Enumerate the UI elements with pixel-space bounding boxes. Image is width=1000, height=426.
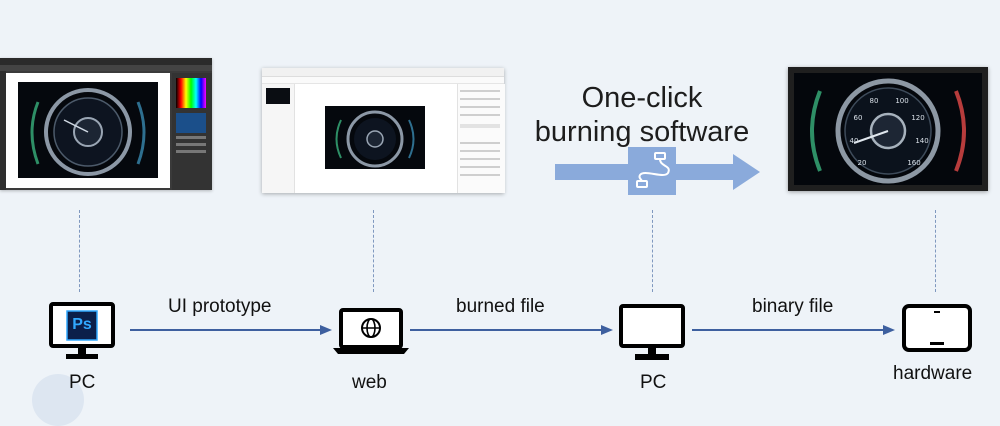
arrow-pc-to-hardware [692, 325, 895, 335]
gauge-tick-label: 140 [915, 137, 928, 145]
node-label-pc: PC [69, 372, 96, 393]
photoshop-screenshot [0, 58, 212, 190]
edge-label-ui-prototype: UI prototype [168, 296, 272, 317]
monitor-icon [619, 304, 685, 362]
headline-line-1: One-click [581, 82, 703, 114]
ps-badge: Ps [72, 316, 92, 333]
dashed-connector-1 [79, 210, 80, 292]
arrow-web-to-pc [410, 325, 613, 335]
gauge-tick-label: 20 [858, 159, 867, 167]
gauge-tick-label: 60 [854, 114, 863, 122]
gauge-tick-label: 120 [911, 114, 924, 122]
gauge-tick-label: 100 [895, 97, 908, 105]
node-label-web: web [352, 372, 387, 393]
arrow-pc-to-web [130, 325, 332, 335]
gauge-tick-label: 80 [870, 97, 879, 105]
web-editor-screenshot [262, 68, 505, 193]
node-label-pc-2: PC [640, 372, 667, 393]
gauge-tick-label: 40 [850, 137, 859, 145]
headline-line-2: burning software [534, 116, 750, 148]
edge-label-binary-file: binary file [752, 296, 834, 317]
dashed-connector-4 [935, 210, 936, 292]
hardware-display-screenshot: 20 40 60 80 100 120 140 160 [788, 67, 988, 191]
usb-cable-icon [628, 147, 676, 195]
ps-monitor-icon: Ps [49, 302, 115, 360]
tablet-icon [902, 304, 972, 352]
dashed-connector-3 [652, 210, 653, 292]
dashed-connector-2 [373, 210, 374, 292]
gauge-tick-label: 160 [907, 159, 920, 167]
node-label-hardware: hardware [893, 363, 973, 384]
edge-label-burned-file: burned file [456, 296, 545, 317]
globe-laptop-icon [332, 308, 410, 356]
